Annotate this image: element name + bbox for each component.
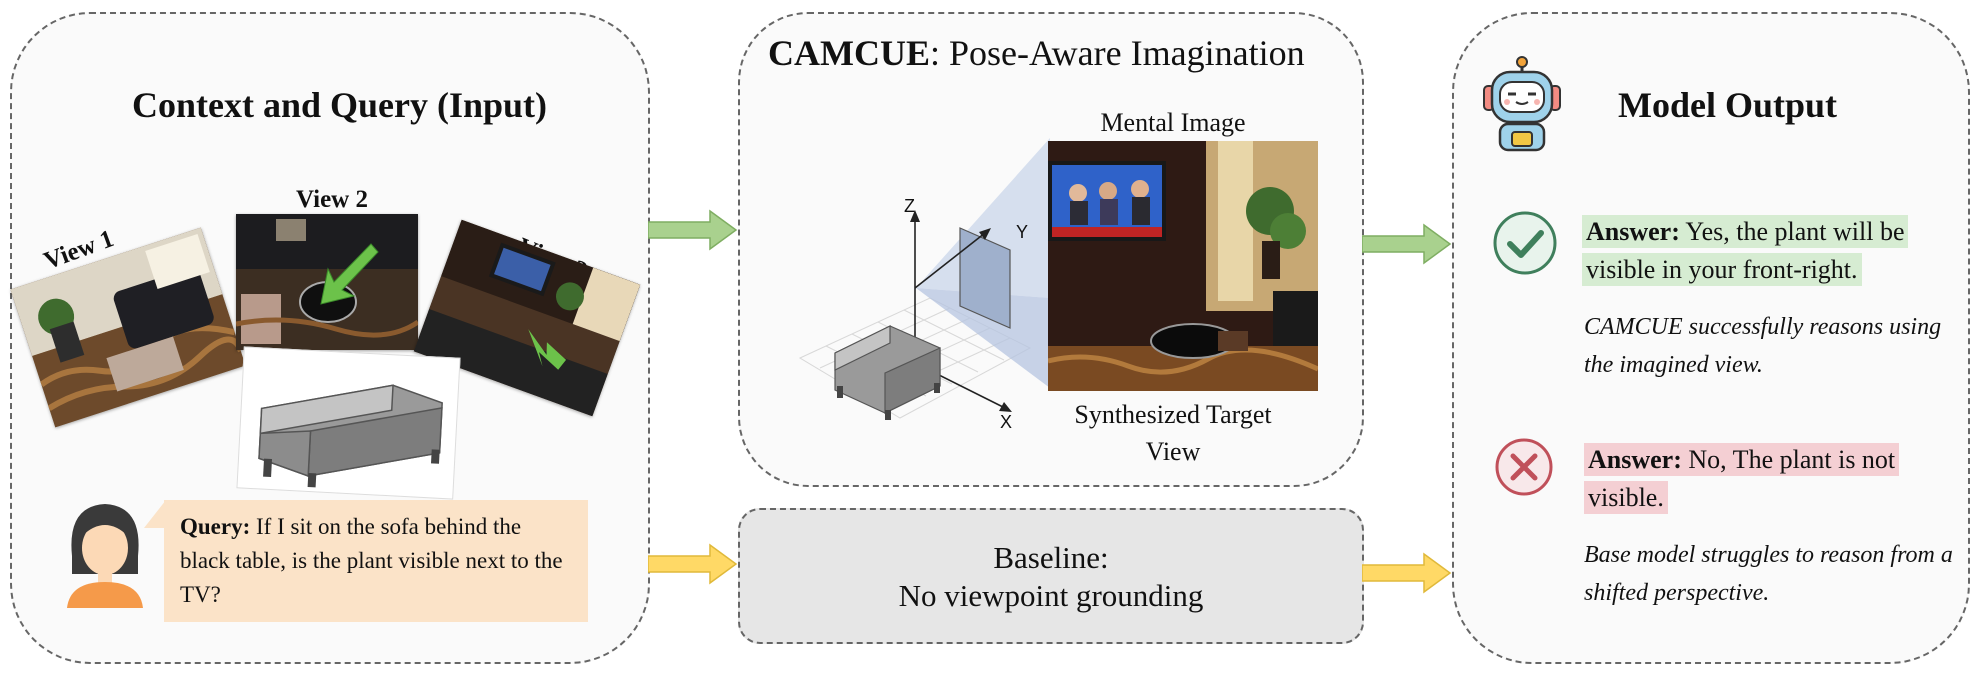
sofa-icon <box>258 384 443 488</box>
success-answer-highlight: Answer: Yes, the plant will be visible i… <box>1582 215 1909 286</box>
query-box: Query: If I sit on the sofa behind the b… <box>164 500 588 622</box>
synthesized-target-view-image <box>1048 141 1318 391</box>
baseline-line1: Baseline: <box>993 540 1109 575</box>
sofa-sketch <box>236 346 461 500</box>
axis-y-label: Y <box>1016 222 1029 242</box>
failure-answer-label: Answer: <box>1588 445 1682 474</box>
robot-icon <box>1483 56 1561 152</box>
output-panel-title: Model Output <box>1618 85 1838 125</box>
success-answer: Answer: Yes, the plant will be visible i… <box>1582 213 1942 289</box>
target-view-drawing <box>1048 141 1318 391</box>
green-arrow-camcue-to-output <box>1362 223 1452 265</box>
axis-z-label: Z <box>904 196 915 216</box>
view-1-image <box>10 227 246 428</box>
camcue-title: CAMCUE: Pose-Aware Imagination <box>768 32 1305 74</box>
failure-answer: Answer: No, The plant is not visible. <box>1584 441 1954 517</box>
view-3-image <box>413 219 641 417</box>
view-2-label: View 2 <box>296 186 368 213</box>
camcue-title-bold: CAMCUE <box>768 33 930 73</box>
axis-x-label: X <box>1000 412 1013 432</box>
yellow-arrow-baseline-to-output <box>1362 552 1452 594</box>
camera-geometry-diagram <box>798 138 1050 420</box>
green-arrow-input-to-camcue <box>648 209 738 251</box>
mental-image-label: Mental Image <box>1100 108 1246 137</box>
input-panel-title: Context and Query (Input) <box>132 85 548 125</box>
cross-icon <box>1495 438 1553 496</box>
view-1-room-drawing <box>10 227 246 428</box>
failure-answer-text: No, The plant is not visible. <box>1588 445 1896 512</box>
yellow-arrow-input-to-baseline <box>648 543 738 585</box>
failure-note: Base model struggles to reason from a sh… <box>1584 542 1953 606</box>
synthesized-target-label-line2: View <box>1145 437 1201 466</box>
query-label: Query: <box>180 514 251 539</box>
view-2-room-drawing <box>236 214 418 350</box>
camcue-title-rest: : Pose-Aware Imagination <box>929 33 1305 73</box>
success-note: CAMCUE successfully reasons using the im… <box>1584 314 1942 378</box>
view-3-room-drawing <box>413 219 641 417</box>
baseline-panel <box>738 508 1364 644</box>
success-answer-text: Yes, the plant will be visible in your f… <box>1586 217 1905 284</box>
query-bubble-tail <box>144 500 166 528</box>
view-2-image <box>236 214 418 350</box>
success-answer-label: Answer: <box>1586 217 1680 246</box>
baseline-line2: No viewpoint grounding <box>898 578 1204 613</box>
check-icon <box>1493 211 1557 275</box>
failure-answer-highlight: Answer: No, The plant is not visible. <box>1584 443 1900 514</box>
query-text: If I sit on the sofa behind the black ta… <box>180 514 563 607</box>
user-avatar-icon <box>62 496 148 608</box>
synthesized-target-label-line1: Synthesized Target <box>1074 400 1272 429</box>
